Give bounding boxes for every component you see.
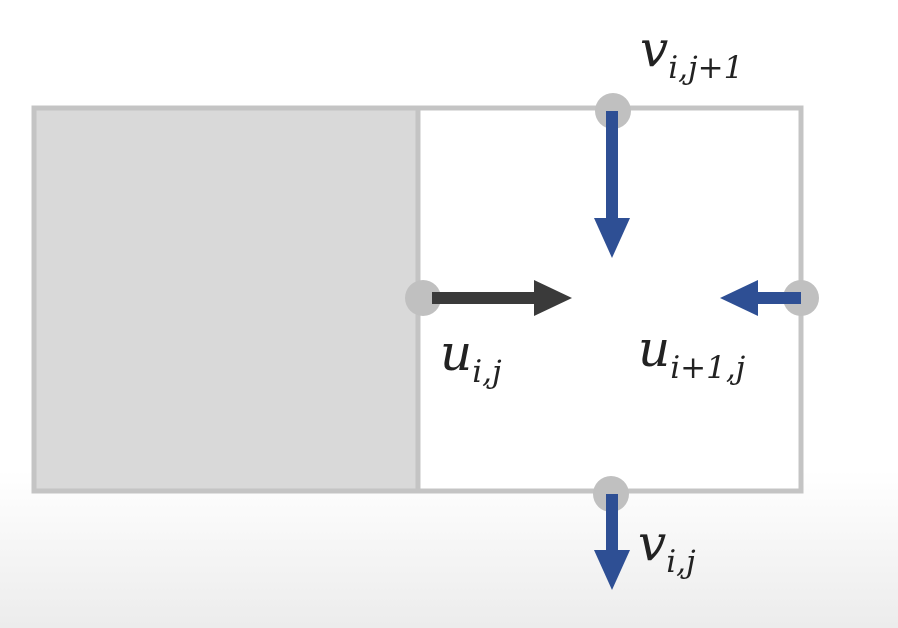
label-u-left: ui,j — [440, 324, 502, 390]
u-left-arrow — [432, 280, 572, 316]
v-top-arrow — [594, 111, 630, 258]
v-bottom-arrow — [594, 494, 630, 590]
label-u-right: ui+1,j — [638, 320, 746, 386]
u-right-arrow — [720, 280, 801, 316]
node-marker-left — [405, 280, 441, 316]
label-v-top: vi,j+1 — [640, 20, 743, 86]
label-v-bottom: vi,j — [638, 514, 696, 580]
solid-cell — [31, 105, 421, 494]
